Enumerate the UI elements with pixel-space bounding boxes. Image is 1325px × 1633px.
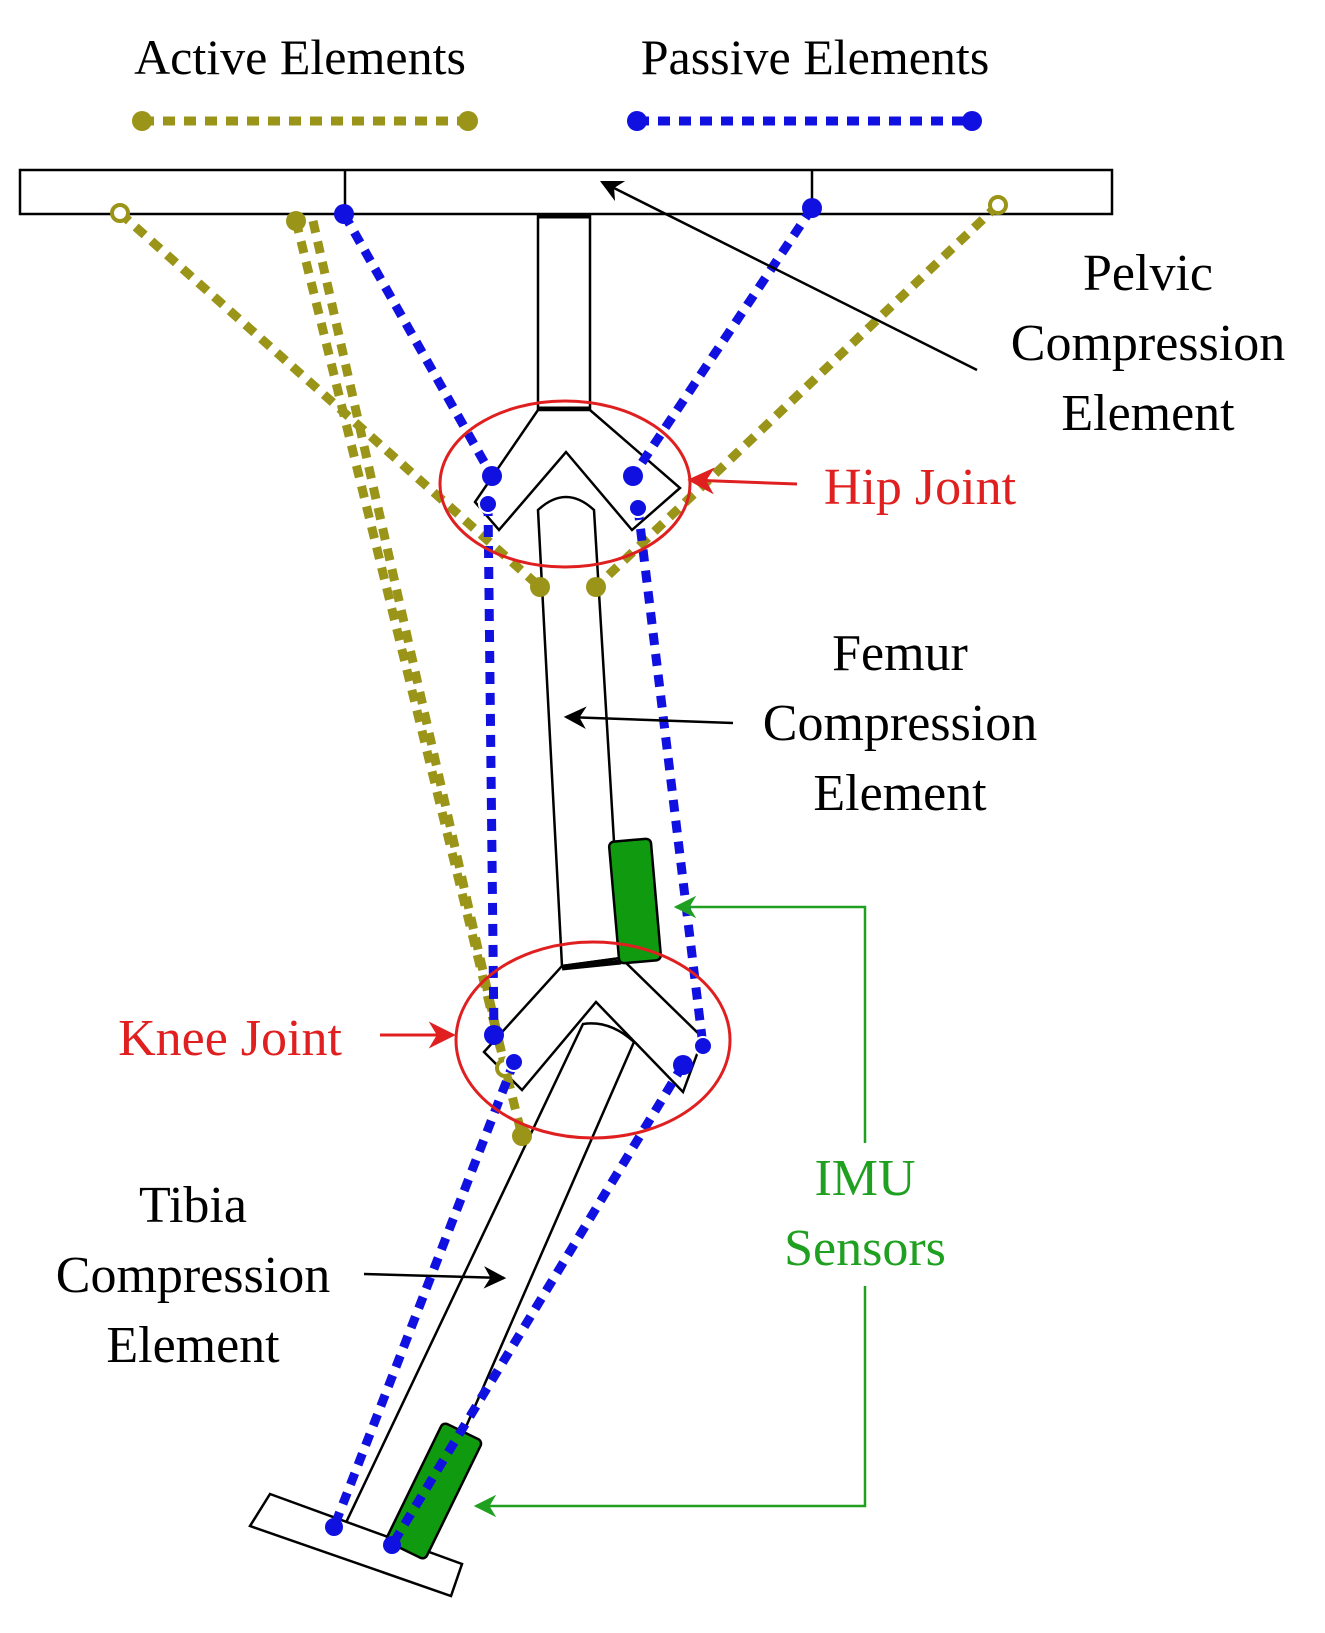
imu-sensor-femur [607,837,663,965]
tibia-arrow [363,1266,507,1289]
pelvis-bar [18,168,1114,216]
hip-joint-label: Hip Joint [824,459,1017,516]
femur-arrow [563,706,734,729]
svg-text:Tibia: Tibia [139,1177,247,1234]
svg-text:Femur: Femur [832,625,968,682]
svg-text:Compression: Compression [56,1247,330,1304]
svg-text:Pelvic: Pelvic [1083,245,1213,302]
femur-element [248,213,705,1598]
legend: Active Elements Passive Elements [132,29,989,131]
knee-joint-highlight [454,940,732,1140]
passive-anchor-points [325,198,822,1554]
svg-text:Compression: Compression [763,695,1037,752]
svg-text:IMU: IMU [814,1150,915,1207]
femur-label: Femur Compression Element [763,625,1037,822]
svg-text:Element: Element [106,1317,280,1374]
legend-active-label: Active Elements [134,29,466,85]
pelvic-arrow [599,180,978,372]
knee-joint-label: Knee Joint [118,1010,342,1067]
imu-arrows [473,895,867,1518]
passive-elements [329,205,816,1548]
legend-active-line [132,111,478,131]
svg-text:Compression: Compression [1011,315,1285,372]
tibia-label: Tibia Compression Element [56,1177,330,1374]
imu-label: IMU Sensors [784,1150,946,1277]
active-elements [117,201,1002,1138]
svg-text:Sensors: Sensors [784,1220,946,1277]
pelvic-label: Pelvic Compression Element [1011,245,1285,442]
legend-passive-line [627,111,982,131]
svg-text:Element: Element [1061,385,1235,442]
hip-joint-arrow [687,467,798,495]
svg-text:Element: Element [813,765,987,822]
legend-passive-label: Passive Elements [641,29,990,85]
